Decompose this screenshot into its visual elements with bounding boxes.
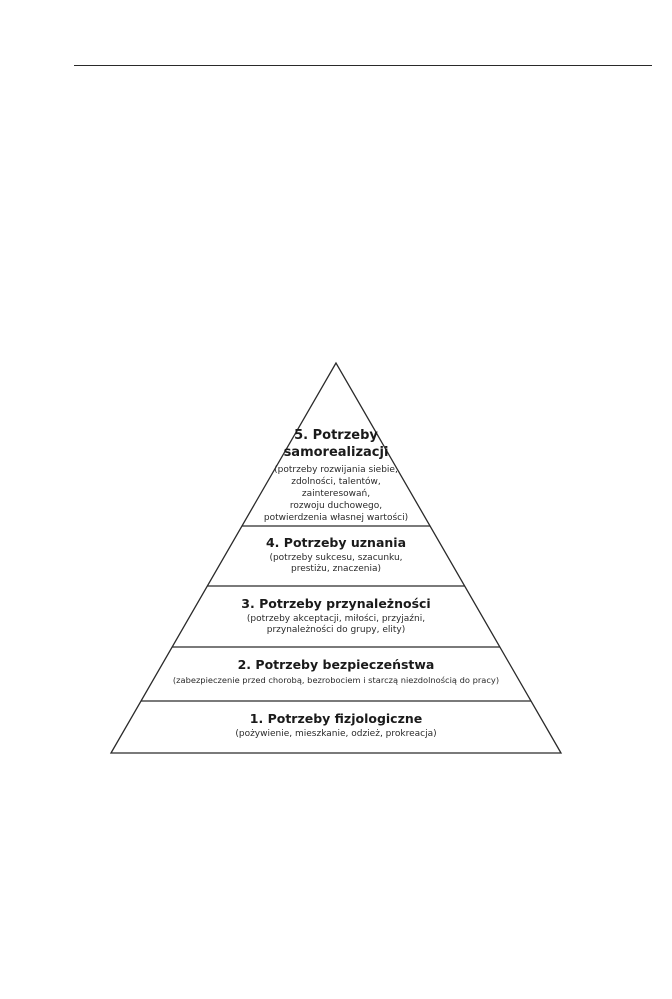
level-2-title: 2. Potrzeby bezpieczeństwa (237, 657, 435, 672)
level-4-title: 4. Potrzeby uznania (265, 535, 406, 550)
level-5-desc-line2: zdolności, talentów, (291, 476, 381, 487)
pyramid-outline (109, 361, 563, 754)
level-4-desc-line1: (potrzeby sukcesu, szacunku, (269, 552, 403, 563)
level-5-desc-line1: (potrzeby rozwijania siebie, (274, 464, 398, 475)
level-3-desc-line1: (potrzeby akceptacji, miłości, przyjaźni… (246, 613, 426, 624)
level-5-desc-line3: zainteresowań, (301, 489, 371, 500)
level-1-desc: (pożywienie, mieszkanie, odzież, prokrea… (235, 728, 437, 739)
level-3-title: 3. Potrzeby przynależności (241, 596, 431, 611)
level-4-desc-line2: prestiżu, znaczenia) (290, 563, 381, 574)
level-1-title: 1. Potrzeby fizjologiczne (249, 711, 423, 726)
level-5-title-line2: samorealizacji (283, 444, 389, 460)
pyramid-level-3: 3. Potrzeby przynależności (potrzeby akc… (206, 596, 466, 636)
pyramid-level-5: 5. Potrzeby samorealizacji (potrzeby roz… (236, 428, 436, 524)
level-3-desc-line2: przynależności do grupy, elity) (266, 624, 406, 635)
level-5-title-line1: 5. Potrzeby (294, 428, 378, 443)
pyramid-level-2: 2. Potrzeby bezpieczeństwa (zabezpieczen… (141, 657, 531, 685)
page-header-rule (74, 65, 652, 66)
level-5-desc-line5: potwierdzenia własnej wartości) (263, 513, 409, 524)
pyramid-level-1: 1. Potrzeby fizjologiczne (pożywienie, m… (136, 711, 536, 740)
pyramid-level-4: 4. Potrzeby uznania (potrzeby sukcesu, s… (236, 535, 436, 575)
level-5-desc-line4: rozwoju duchowego, (289, 501, 383, 512)
level-2-desc: (zabezpieczenie przed chorobą, bezroboci… (172, 674, 500, 685)
